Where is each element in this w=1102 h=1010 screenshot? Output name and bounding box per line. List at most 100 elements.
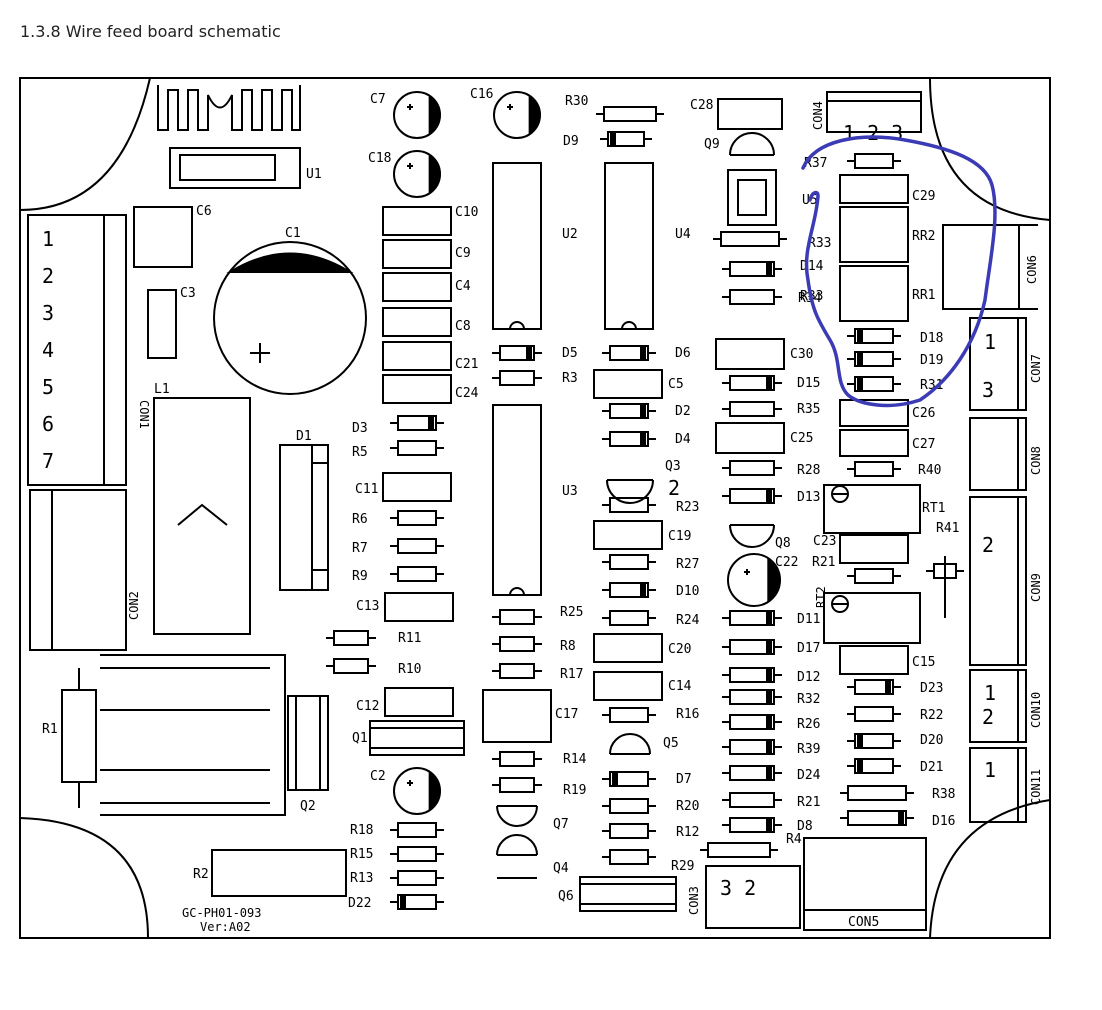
diode-band bbox=[640, 431, 646, 447]
diode-band bbox=[766, 714, 772, 730]
component-label: R9 bbox=[352, 569, 368, 584]
component-label: RR2 bbox=[912, 229, 935, 244]
capacitor-body bbox=[839, 429, 909, 457]
capacitor-c17 bbox=[482, 689, 552, 743]
diode-band bbox=[766, 667, 772, 683]
component-label: D20 bbox=[920, 733, 943, 748]
component-label: D15 bbox=[797, 376, 820, 391]
capacitor-body bbox=[384, 592, 454, 622]
pin-label: 6 bbox=[42, 412, 54, 436]
component-label: RT1 bbox=[922, 501, 945, 516]
capacitor-body bbox=[382, 341, 452, 371]
resistor-body bbox=[854, 568, 894, 584]
component-label: R23 bbox=[676, 500, 699, 515]
component-label: CON11 bbox=[1029, 769, 1043, 805]
transistor-outline bbox=[606, 479, 654, 504]
component-label: CON2 bbox=[127, 591, 141, 620]
capacitor-body bbox=[382, 272, 452, 302]
diode-band bbox=[640, 345, 646, 361]
resistor-body bbox=[729, 401, 775, 417]
component-label: C26 bbox=[912, 406, 935, 421]
component-label: R33 bbox=[808, 236, 831, 251]
transistor-tab bbox=[295, 695, 321, 791]
resistor-body bbox=[333, 630, 369, 646]
component-label: CON1 bbox=[137, 400, 151, 429]
component-label: C4 bbox=[455, 279, 471, 294]
component-label: R38 bbox=[932, 787, 955, 802]
component-label: R5 bbox=[352, 445, 368, 460]
capacitor-polarity bbox=[528, 94, 541, 136]
resistor-body bbox=[603, 106, 657, 122]
component-label: D2 bbox=[675, 404, 691, 419]
resistor-body bbox=[729, 792, 775, 808]
resistor-body bbox=[397, 566, 437, 582]
component-label: R1 bbox=[42, 722, 58, 737]
component-label: D13 bbox=[797, 490, 820, 505]
connector-con10 bbox=[969, 669, 1027, 743]
resistor-body bbox=[397, 440, 437, 456]
connector-con8 bbox=[969, 417, 1027, 491]
capacitor-body bbox=[593, 633, 663, 663]
diode-band bbox=[857, 328, 863, 344]
diode-band bbox=[766, 817, 772, 833]
board-outline bbox=[19, 77, 1051, 939]
component-label: CON5 bbox=[848, 915, 879, 930]
component-label: R6 bbox=[352, 512, 368, 527]
component-label: R17 bbox=[560, 667, 583, 682]
component-label: Q8 bbox=[775, 536, 791, 551]
transistor-outline bbox=[729, 132, 775, 156]
component-label: D4 bbox=[675, 432, 691, 447]
pin-label: 1 bbox=[42, 227, 54, 251]
diode-band bbox=[898, 810, 904, 826]
component-label: R14 bbox=[563, 752, 587, 767]
component-label: R31 bbox=[920, 378, 943, 393]
component-label: C8 bbox=[455, 319, 471, 334]
pin-label: 7 bbox=[42, 449, 54, 473]
component-label: Q2 bbox=[300, 799, 316, 814]
component-label: D7 bbox=[676, 772, 692, 787]
component-label: R13 bbox=[350, 871, 373, 886]
component-label: R25 bbox=[560, 605, 583, 620]
capacitor-body bbox=[839, 645, 909, 675]
diode-band bbox=[612, 771, 618, 787]
capacitor-body bbox=[133, 206, 193, 268]
capacitor-body bbox=[593, 671, 663, 701]
diode-band bbox=[526, 345, 532, 361]
resistor-body bbox=[707, 842, 771, 858]
component-label: C9 bbox=[455, 246, 471, 261]
corner-cutout bbox=[19, 77, 151, 211]
resistor-body bbox=[847, 785, 907, 801]
component-label: CON3 bbox=[687, 886, 701, 915]
component-label: C19 bbox=[668, 529, 691, 544]
pin-label: 3 bbox=[982, 378, 994, 402]
component-label: D16 bbox=[932, 814, 955, 829]
pin-label: 1 2 3 bbox=[843, 121, 903, 145]
resistor-body bbox=[499, 636, 535, 652]
resistor-body bbox=[397, 510, 437, 526]
thermistor-rt1 bbox=[823, 484, 921, 534]
resistor-body bbox=[729, 460, 775, 476]
resistor-r2 bbox=[211, 849, 347, 897]
capacitor-body bbox=[839, 534, 909, 564]
diode-band bbox=[857, 758, 863, 774]
component-label: CON9 bbox=[1029, 573, 1043, 602]
pin-label: 2 bbox=[982, 533, 994, 557]
component-label: R35 bbox=[797, 402, 820, 417]
component-label: R4 bbox=[786, 832, 802, 847]
capacitor-body bbox=[717, 98, 783, 130]
component-label: C3 bbox=[180, 286, 196, 301]
pin-label: 2 bbox=[42, 264, 54, 288]
connector-con1 bbox=[27, 214, 127, 486]
pin-label: 5 bbox=[42, 375, 54, 399]
component-label: C1 bbox=[285, 226, 301, 241]
component-label: U4 bbox=[675, 227, 691, 242]
ic-notch bbox=[509, 587, 525, 596]
component-label: R39 bbox=[797, 742, 820, 757]
component-label: C24 bbox=[455, 386, 479, 401]
component-label: R8 bbox=[560, 639, 576, 654]
resistor-rr2 bbox=[839, 206, 909, 263]
component-label: D10 bbox=[676, 584, 699, 599]
resistor-body bbox=[854, 153, 894, 169]
connector-con5 bbox=[803, 837, 927, 931]
resistor-body bbox=[609, 707, 649, 723]
